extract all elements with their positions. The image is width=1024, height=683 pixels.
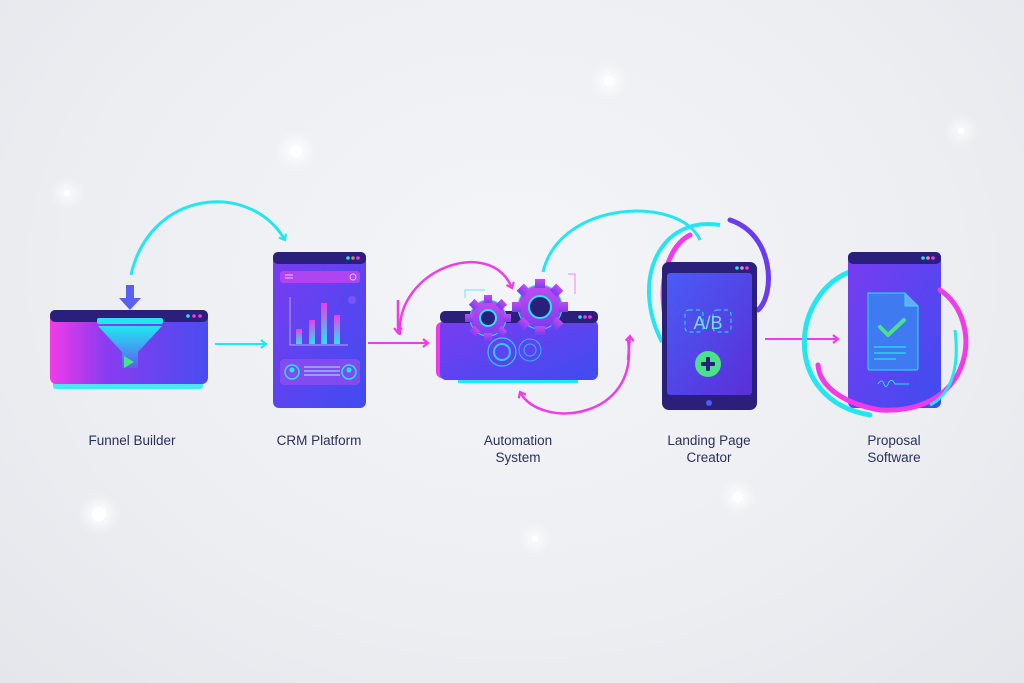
sparkle-decoration [733, 492, 743, 502]
funnel-icon [97, 318, 163, 368]
user-avatar-icon [284, 364, 300, 380]
sparkle-decoration [604, 76, 614, 86]
ab-test-icon: A/B [684, 309, 732, 333]
step-label-proposal-software: Proposal Software [867, 433, 921, 465]
automation-system-window [436, 273, 598, 383]
sparkle-decoration [958, 128, 964, 134]
user-avatar-icon [341, 364, 357, 380]
plus-circle-icon [695, 351, 721, 377]
document-check-icon [867, 292, 919, 371]
step-label-landing-page-creator: Landing Page Creator [667, 433, 751, 465]
landing-page-tablet: A/B [647, 217, 771, 410]
sparkle-decoration [92, 507, 106, 521]
proposal-software-window [801, 252, 969, 418]
bar-chart-icon [289, 296, 356, 346]
sparkle-decoration [290, 145, 302, 157]
step-label-crm-platform: CRM Platform [276, 433, 362, 448]
funnel-builder-window [50, 285, 208, 389]
svg-text:A/B: A/B [693, 313, 722, 333]
step-label-automation-system: Automation System [483, 433, 553, 465]
down-arrow-icon [119, 285, 141, 310]
sparkle-decoration [64, 190, 70, 196]
step-label-funnel-builder: Funnel Builder [88, 433, 176, 448]
signature-icon [877, 379, 909, 388]
sparkle-decoration [532, 536, 538, 542]
crm-platform-window [273, 252, 366, 408]
